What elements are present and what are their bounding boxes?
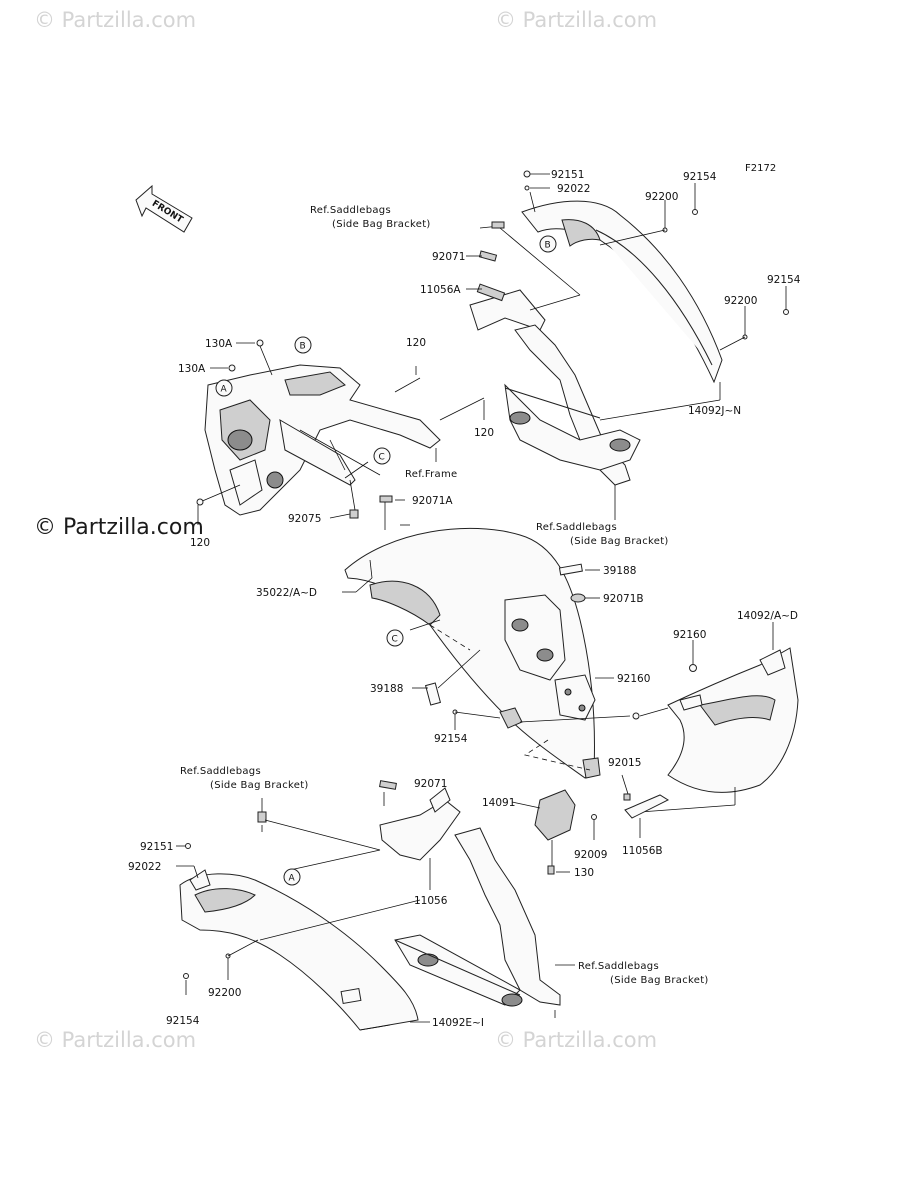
ref-saddlebags-bot-line1: Ref.Saddlebags — [578, 961, 659, 972]
label-92154-top-2: 92154 — [767, 274, 801, 286]
side-cover-14092ad — [639, 622, 799, 813]
label-120-left: 120 — [190, 537, 210, 549]
saddlebag-bracket-top — [469, 250, 641, 486]
label-11056b: 11056B — [622, 845, 663, 857]
ref-saddlebags-mid-line1: Ref.Saddlebags — [536, 522, 617, 533]
label-14091: 14091 — [482, 797, 515, 809]
svg-text:B: B — [300, 342, 306, 352]
label-130a-1: 130A — [205, 338, 233, 350]
ref-saddlebags-mid-line2: (Side Bag Bracket) — [570, 536, 669, 547]
small-brackets-center — [511, 774, 670, 875]
ref-saddlebags-low-line1: Ref.Saddlebags — [180, 766, 261, 777]
watermark-top-center: © Partzilla.com — [495, 8, 658, 32]
label-92071-low: 92071 — [414, 778, 447, 790]
label-130a-2: 130A — [178, 363, 206, 375]
circle-ref-b-top: B — [539, 235, 557, 253]
label-39188-1: 39188 — [603, 565, 636, 577]
label-92071-top: 92071 — [432, 251, 465, 263]
watermark-bottom-left: © Partzilla.com — [34, 1028, 197, 1052]
upper-cover-14092jn — [521, 200, 723, 384]
center-group-leaders — [342, 569, 697, 771]
left-group-leaders — [196, 339, 485, 530]
front-arrow-icon: FRONT — [135, 184, 193, 233]
label-92075: 92075 — [288, 513, 321, 525]
circle-ref-a-left: A — [215, 379, 233, 397]
label-92009: 92009 — [574, 849, 607, 861]
label-120-top: 120 — [406, 337, 426, 349]
circle-ref-c-center: C — [386, 629, 404, 647]
label-35022: 35022/A~D — [256, 587, 317, 599]
label-92071a: 92071A — [412, 495, 453, 507]
top-group-leaders — [466, 170, 789, 520]
frame-mount-assembly — [204, 364, 441, 516]
label-14092ei: 14092E~I — [432, 1017, 484, 1029]
label-92160-1: 92160 — [673, 629, 706, 641]
lower-cover-14092ei — [179, 869, 419, 1031]
circle-ref-c-left: C — [373, 447, 391, 465]
label-92154-top-1: 92154 — [683, 171, 717, 183]
svg-text:C: C — [379, 453, 385, 463]
circle-ref-b-left: B — [294, 336, 312, 354]
svg-text:B: B — [545, 241, 551, 251]
label-39188-2: 39188 — [370, 683, 403, 695]
label-92200-low: 92200 — [208, 987, 241, 999]
figure-code: F2172 — [745, 163, 776, 174]
label-11056: 11056 — [414, 895, 448, 907]
watermark-top-left: © Partzilla.com — [34, 8, 197, 32]
watermark-bottom-center: © Partzilla.com — [495, 1028, 658, 1052]
svg-text:A: A — [221, 385, 228, 395]
ref-saddlebags-bot-line2: (Side Bag Bracket) — [610, 975, 709, 986]
ref-saddlebags-top-line2: (Side Bag Bracket) — [332, 219, 431, 230]
watermark-mid-left: © Partzilla.com — [34, 515, 204, 540]
ref-frame: Ref.Frame — [405, 469, 457, 480]
label-92200-top-2: 92200 — [724, 295, 757, 307]
ref-saddlebags-low-line2: (Side Bag Bracket) — [210, 780, 309, 791]
label-92022-top: 92022 — [557, 183, 590, 195]
circle-ref-a-lower: A — [283, 868, 301, 886]
label-92200-top-1: 92200 — [645, 191, 678, 203]
label-92151-low: 92151 — [140, 841, 173, 853]
label-92071b: 92071B — [603, 593, 644, 605]
label-92015: 92015 — [608, 757, 641, 769]
label-14092ad: 14092/A~D — [737, 610, 798, 622]
label-120-mid: 120 — [474, 427, 494, 439]
label-14092jn: 14092J~N — [688, 405, 741, 417]
lower-group-leaders — [176, 792, 575, 1031]
label-130: 130 — [574, 867, 594, 879]
lower-bracket-11056 — [379, 780, 561, 1007]
label-92160-2: 92160 — [617, 673, 650, 685]
part-labels: 92151 92022 92154 92200 Ref.Saddlebags (… — [128, 169, 801, 1029]
rear-fender-35022 — [344, 527, 601, 779]
svg-text:A: A — [289, 874, 296, 884]
label-92154-mid: 92154 — [434, 733, 468, 745]
ref-saddlebags-top-line1: Ref.Saddlebags — [310, 205, 391, 216]
label-11056a: 11056A — [420, 284, 461, 296]
svg-text:C: C — [392, 635, 398, 645]
label-92022-low: 92022 — [128, 861, 161, 873]
label-92154-low: 92154 — [166, 1015, 200, 1027]
label-92151-top: 92151 — [551, 169, 584, 181]
